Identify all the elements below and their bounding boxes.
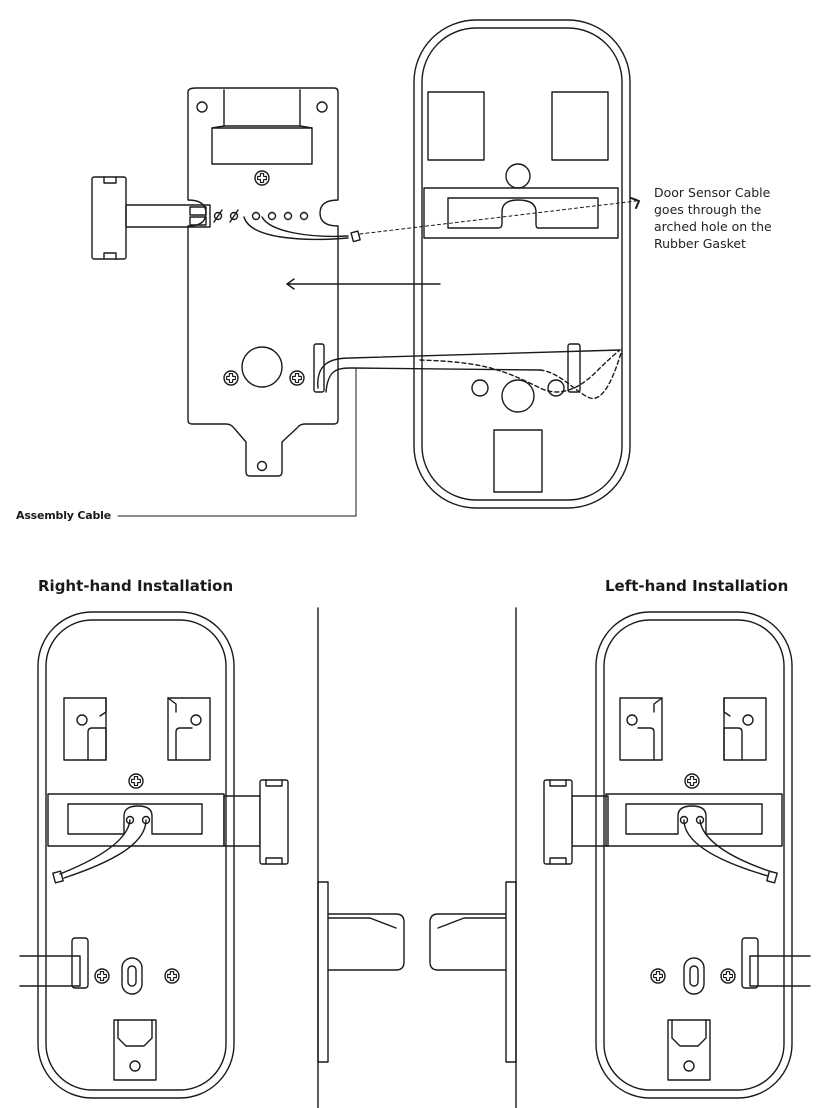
assembly-cable (117, 349, 623, 517)
latch-bolt-right (327, 913, 405, 971)
callout-line: goes through the (654, 202, 762, 217)
screw-icon (684, 773, 700, 789)
right-hand-housing (19, 611, 289, 1099)
screw-icon (164, 968, 180, 984)
callout-line: Door Sensor Cable (654, 185, 771, 200)
door-sensor-cable-note: Door Sensor Cable goes through the arche… (654, 184, 814, 252)
door-sensor (91, 176, 361, 260)
screw-icon (223, 370, 239, 386)
left-hand-installation-heading: Left-hand Installation (605, 577, 789, 595)
back-housing (413, 19, 631, 509)
assembly-cable-label: Assembly Cable (16, 509, 111, 522)
screw-icon (94, 968, 110, 984)
right-hand-installation-heading: Right-hand Installation (38, 577, 234, 595)
latch-bolt-left (429, 913, 507, 971)
mounting-plate (187, 87, 339, 477)
callout-line: Rubber Gasket (654, 236, 746, 251)
screw-icon (128, 773, 144, 789)
screw-icon (254, 170, 270, 186)
door-sensor-leader (359, 197, 640, 235)
arrow-icon (286, 278, 441, 290)
callout-line: arched hole on the (654, 219, 772, 234)
left-hand-housing (543, 611, 811, 1099)
door-edge (317, 607, 517, 1108)
screw-icon (650, 968, 666, 984)
screw-icon (720, 968, 736, 984)
screw-icon (289, 370, 305, 386)
